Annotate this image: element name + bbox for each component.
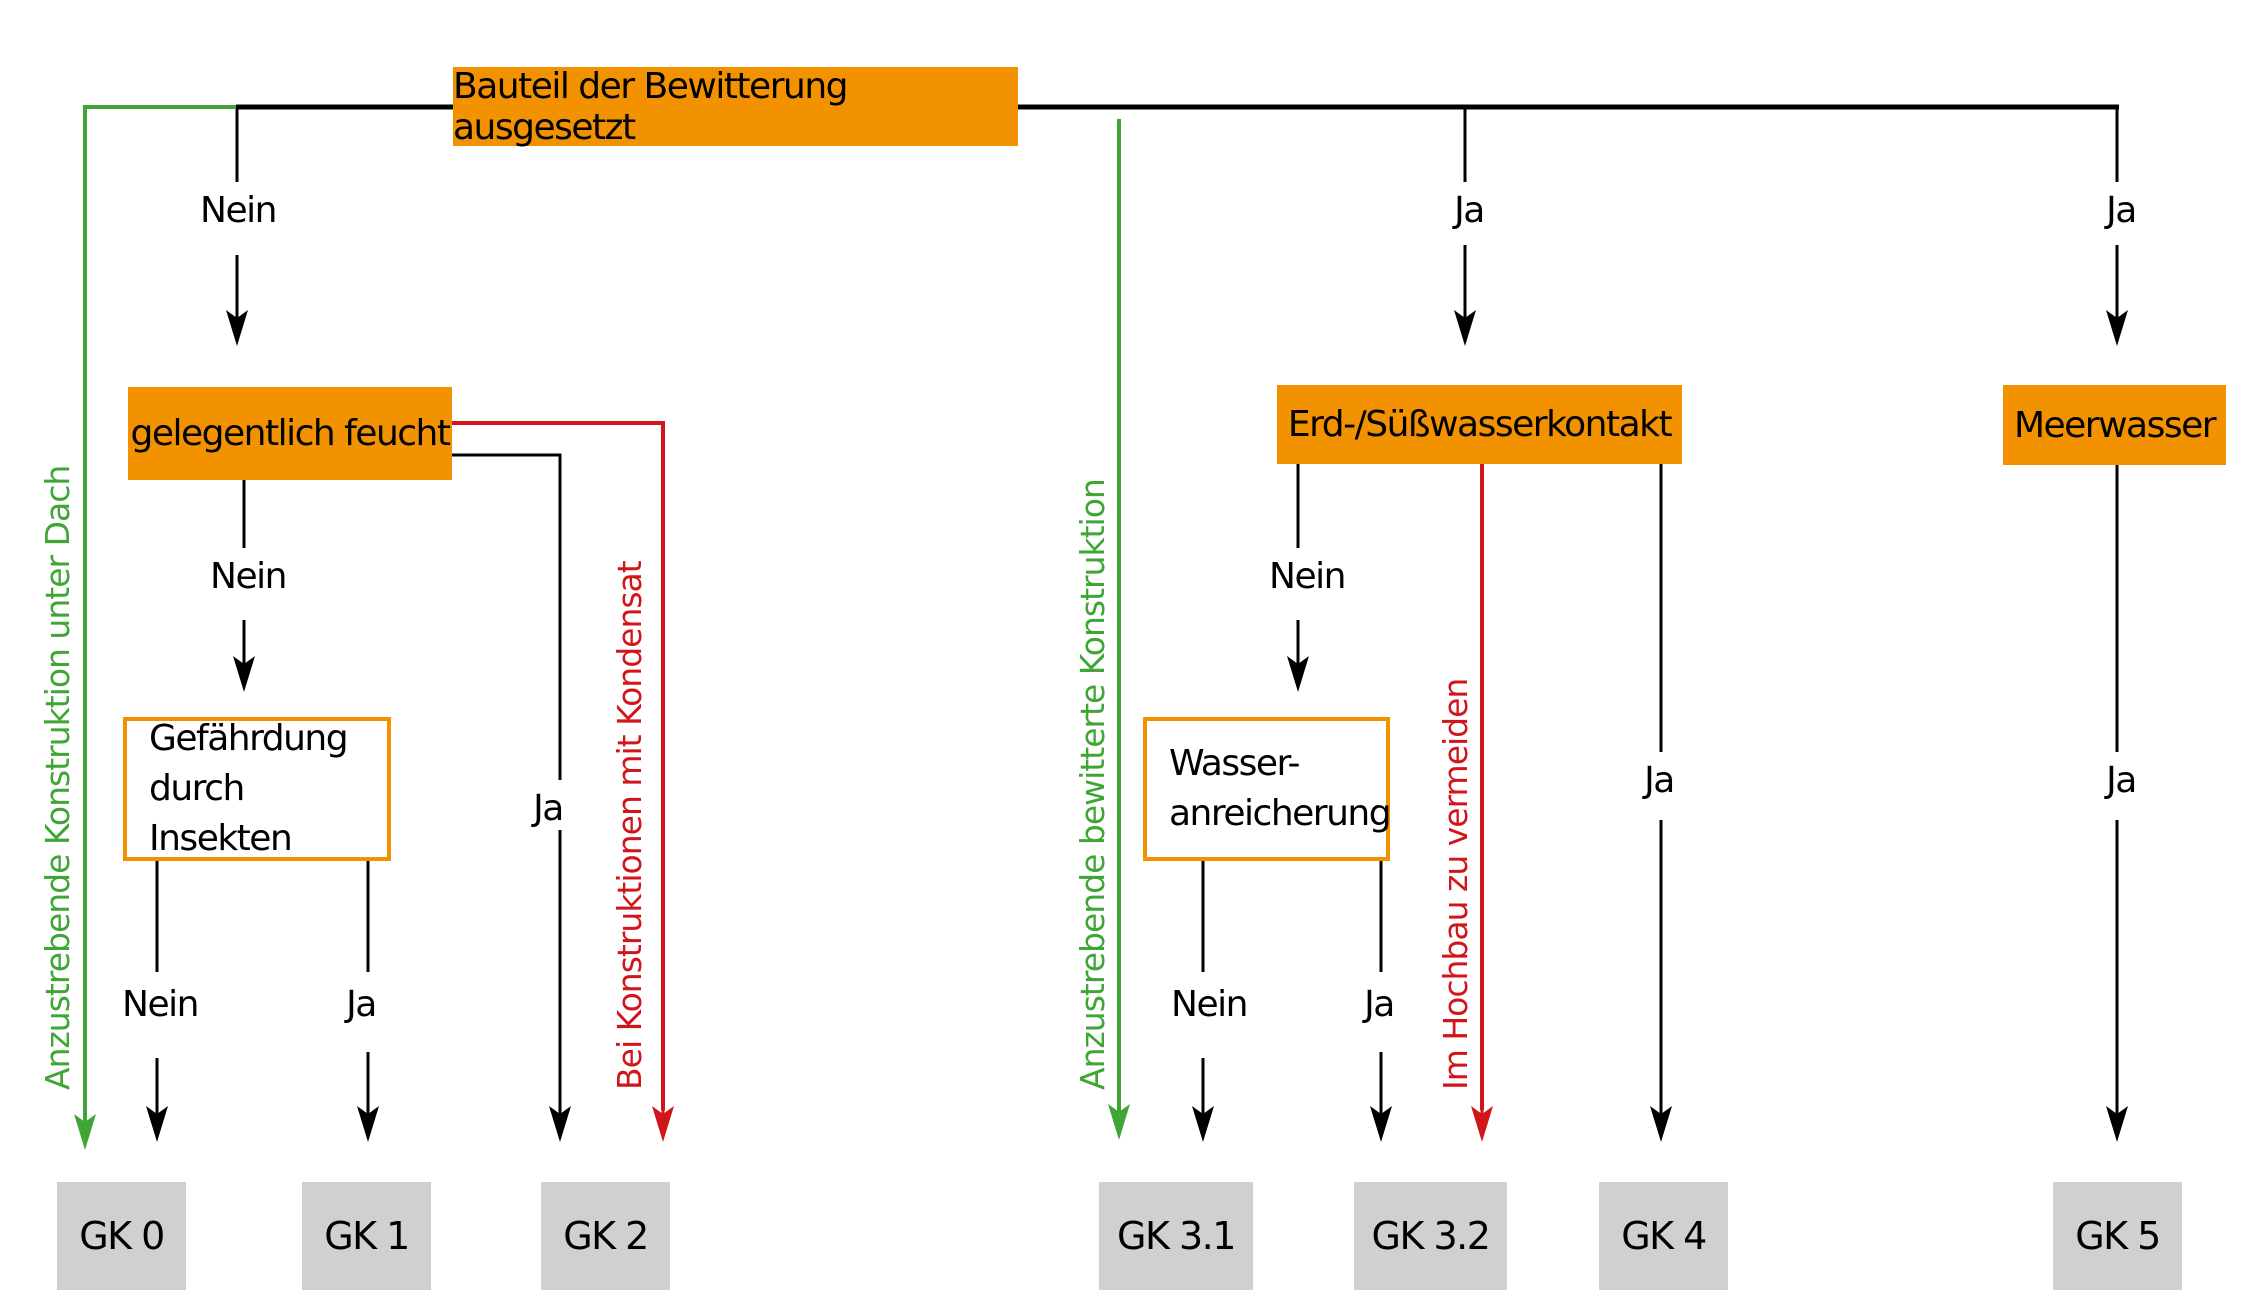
insects-no-arrow-head-icon [146, 1106, 168, 1142]
occasionally-wet-box: gelegentlich feucht [128, 387, 452, 480]
use-class-gk5-label: GK 5 [2075, 1214, 2161, 1258]
water-yes-arrow-head-icon [1370, 1106, 1392, 1142]
edge-label-water-no: Nein [1171, 984, 1248, 1025]
use-class-gk3-2-label: GK 3.2 [1371, 1214, 1491, 1258]
root-decision-label: Bauteil der Bewitterung ausgesetzt [453, 65, 848, 148]
soil-freshwater-label: Erd-/Süßwasserkontakt [1287, 404, 1673, 445]
soil-yes-arrow-head-icon [1650, 1106, 1672, 1142]
wet-no-arrow-head-icon [233, 656, 255, 692]
green-roof-path [83, 105, 236, 1140]
water-accumulation-box: Wasser- anreicherung [1143, 717, 1392, 861]
use-class-gk1: GK 1 [302, 1182, 431, 1290]
edge-label-insects-yes: Ja [346, 984, 377, 1025]
use-class-gk4: GK 4 [1599, 1182, 1728, 1290]
insects-box: Gefährdung durch Insekten [123, 717, 391, 861]
use-class-gk0: GK 0 [57, 1182, 186, 1290]
use-class-gk5: GK 5 [2053, 1182, 2182, 1290]
edge-label-water-yes: Ja [1364, 984, 1395, 1025]
edge-label-insects-no: Nein [122, 984, 199, 1025]
green-roof-arrow-head-icon [74, 1114, 96, 1150]
water-label-line1: Wasser- [1169, 743, 1301, 784]
use-class-gk2-label: GK 2 [563, 1214, 649, 1258]
sea-yes-arrow-head-icon [2106, 1106, 2128, 1142]
wet-yes-arrow-head-icon [549, 1106, 571, 1142]
edge-label-wet-no: Nein [210, 556, 287, 597]
wet-yes-path [452, 453, 562, 780]
root-yes-soil-arrow-head-icon [1454, 310, 1476, 346]
condensate-path [452, 421, 665, 1110]
use-class-gk3-1-label: GK 3.1 [1117, 1214, 1236, 1258]
edge-label-root-no: Nein [200, 190, 277, 231]
use-class-gk3-1: GK 3.1 [1099, 1182, 1253, 1290]
use-class-gk0-label: GK 0 [79, 1214, 165, 1258]
soil-freshwater-box: Erd-/Süßwasserkontakt [1277, 385, 1682, 464]
water-label-line2: anreicherung [1169, 793, 1392, 834]
edge-label-soil-yes: Ja [1644, 760, 1675, 801]
occasionally-wet-label: gelegentlich feucht [130, 413, 451, 454]
water-no-arrow-head-icon [1192, 1106, 1214, 1142]
annotation-avoid-building: Im Hochbau zu vermeiden [1436, 678, 1475, 1090]
avoid-arrow-head-icon [1471, 1106, 1493, 1142]
edge-label-root-yes-sea: Ja [2106, 190, 2137, 231]
use-class-gk3-2: GK 3.2 [1354, 1182, 1507, 1290]
edge-label-root-yes-soil: Ja [1454, 190, 1485, 231]
annotation-weathered-construction: Anzustrebende bewitterte Konstruktion [1073, 479, 1112, 1090]
insects-yes-arrow-head-icon [357, 1106, 379, 1142]
use-class-gk4-label: GK 4 [1621, 1214, 1707, 1258]
edge-label-soil-no: Nein [1269, 556, 1346, 597]
use-class-gk2: GK 2 [541, 1182, 670, 1290]
seawater-label: Meerwasser [2013, 404, 2217, 446]
root-no-arrow-head-icon [226, 310, 248, 346]
soil-no-arrow-head-icon [1287, 656, 1309, 692]
insects-label-line2: durch Insekten [149, 768, 293, 859]
root-yes-sea-arrow-head-icon [2106, 310, 2128, 346]
condensate-arrow-head-icon [652, 1106, 674, 1142]
annotation-condensate: Bei Konstruktionen mit Kondensat [610, 561, 649, 1090]
seawater-box: Meerwasser [2003, 385, 2226, 465]
edge-label-wet-yes: Ja [533, 788, 564, 829]
root-decision-box: Bauteil der Bewitterung ausgesetzt [453, 65, 1018, 148]
green-weathered-arrow-head-icon [1108, 1104, 1130, 1140]
insects-label-line1: Gefährdung [149, 718, 349, 759]
annotation-roofed-construction: Anzustrebende Konstruktion unter Dach [38, 465, 77, 1090]
use-class-gk1-label: GK 1 [324, 1214, 410, 1258]
edge-label-sea-yes: Ja [2106, 760, 2137, 801]
